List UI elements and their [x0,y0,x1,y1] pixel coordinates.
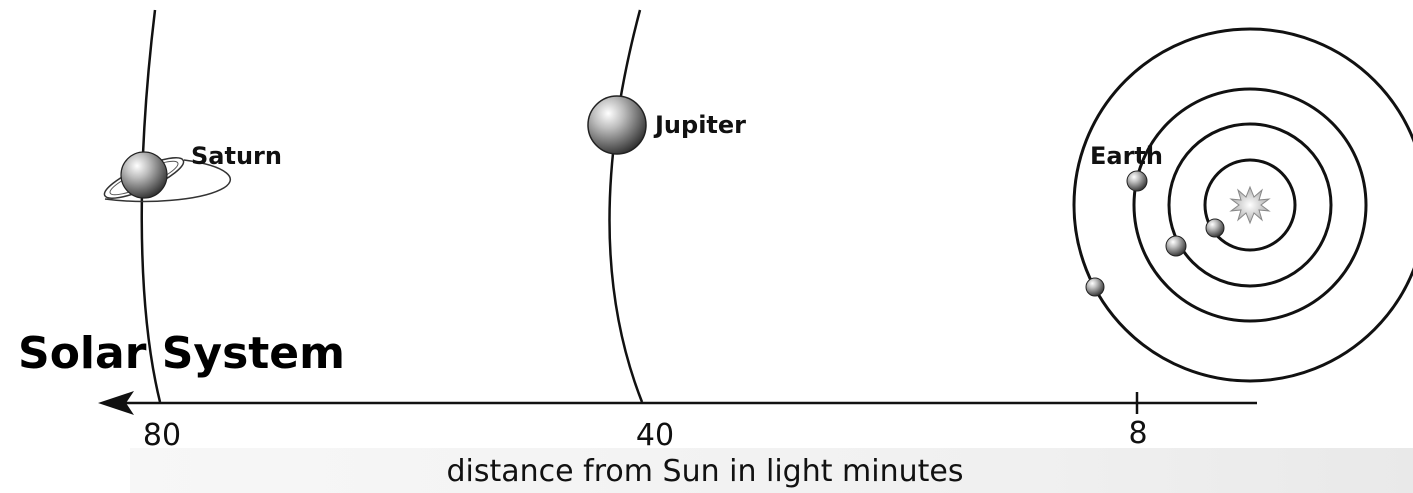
venus-orbit [1167,122,1333,288]
inner-orbits [1072,27,1413,383]
sun-icon [1229,185,1271,225]
mars-orbit [1072,27,1413,383]
earth-orbit [1132,87,1368,323]
axis-arrow-icon [98,391,134,415]
axis-caption: distance from Sun in light minutes [447,454,964,489]
mars-icon [1085,277,1105,297]
earth-icon [1126,170,1148,192]
venus-icon [1165,235,1187,257]
tick-label-80: 80 [143,418,181,453]
earth-label: Earth [1090,142,1163,170]
jupiter-label: Jupiter [653,111,746,139]
saturn-label: Saturn [191,142,282,170]
jupiter-icon [587,95,647,155]
mercury-orbit [1203,158,1297,252]
mercury-icon [1205,218,1225,238]
tick-label-8: 8 [1128,416,1147,451]
saturn-orbit [140,9,162,403]
jupiter-orbit [608,9,644,403]
diagram-title: Solar System [18,328,345,379]
tick-label-40: 40 [636,418,674,453]
distance-axis [98,391,1257,415]
saturn-icon [103,151,232,203]
caption-background [130,448,1413,493]
